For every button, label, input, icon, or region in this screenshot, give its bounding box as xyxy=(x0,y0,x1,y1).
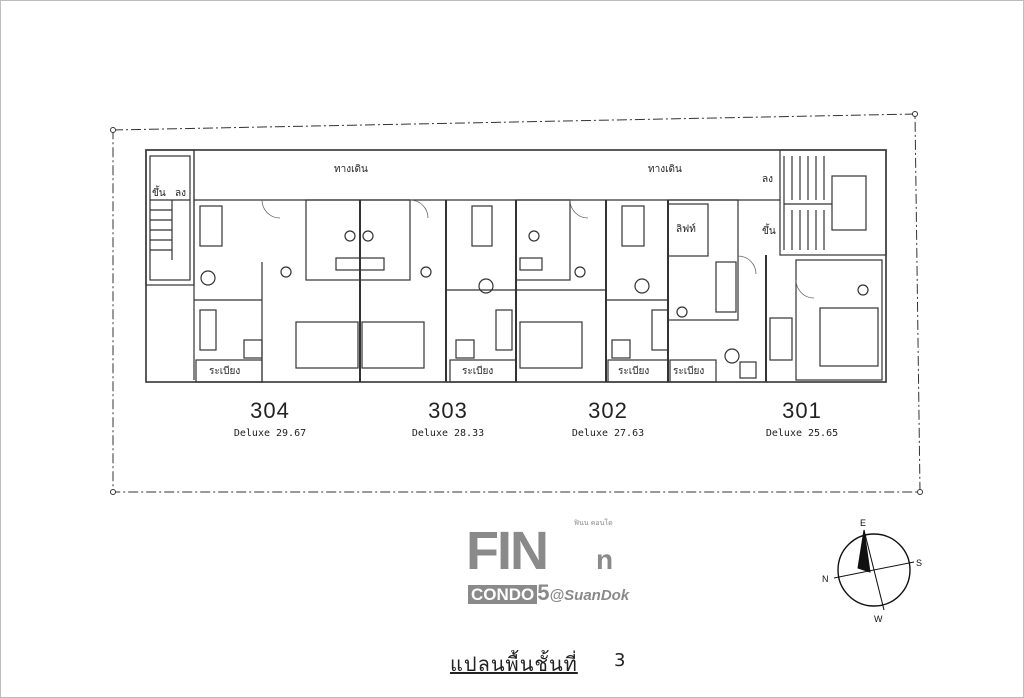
unit-type: Deluxe 29.67 xyxy=(233,428,307,439)
unit-number: 301 xyxy=(782,398,822,423)
floor-number: 3 xyxy=(614,650,626,671)
stair-right-up-label: ขึ้น xyxy=(762,226,776,237)
balcony-label: ระเบียง xyxy=(618,366,650,377)
compass xyxy=(833,529,915,611)
balcony-label: ระเบียง xyxy=(209,366,241,377)
compass-south-label: S xyxy=(916,558,923,568)
compass-east-label: E xyxy=(860,518,867,528)
stair-left-up-label: ขึ้น xyxy=(152,188,166,199)
stair-left-down-label: ลง xyxy=(175,188,187,199)
door-swings xyxy=(261,199,815,299)
logo-small-text: n xyxy=(596,544,614,575)
floor-plan-title: แปลนพื้นชั้นที่ xyxy=(450,652,578,676)
logo-main-text: FIN xyxy=(466,521,549,581)
lift-label: ลิฟท์ xyxy=(676,224,696,235)
walkway-label-right: ทางเดิน xyxy=(648,164,682,175)
site-boundary xyxy=(112,113,921,493)
compass-west-label: W xyxy=(874,614,883,624)
balcony-label: ระเบียง xyxy=(673,366,705,377)
balcony-label: ระเบียง xyxy=(462,366,494,377)
unit-type: Deluxe 25.65 xyxy=(765,428,839,439)
unit-number: 303 xyxy=(428,398,468,423)
building-walls xyxy=(145,149,887,383)
compass-north-label: N xyxy=(822,574,829,584)
unit-number: 302 xyxy=(588,398,628,423)
walkway-label-left: ทางเดิน xyxy=(334,164,368,175)
unit-type: Deluxe 28.33 xyxy=(411,428,485,439)
logo-tagline: ฟินน คอนโด xyxy=(574,519,613,527)
unit-number: 304 xyxy=(250,398,290,423)
unit-type: Deluxe 27.63 xyxy=(571,428,645,439)
stair-right-down-label: ลง xyxy=(762,174,774,185)
